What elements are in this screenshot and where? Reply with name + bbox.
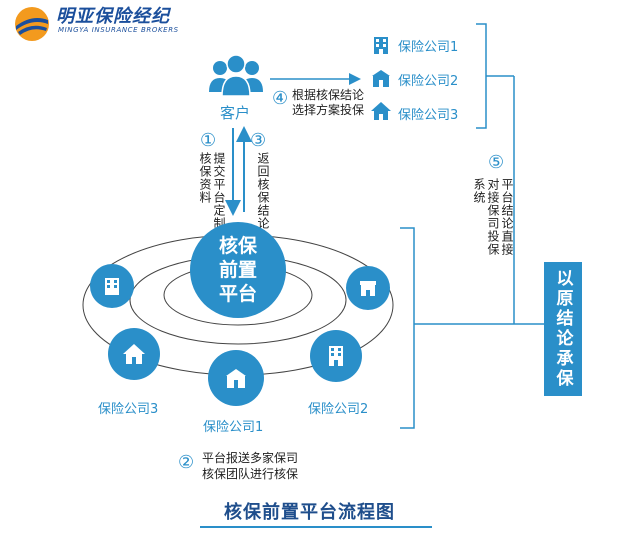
bracket-right — [400, 227, 415, 429]
step1-number: ① — [200, 130, 217, 151]
step5-text: 平台结论直接对接保司投保系统 — [472, 178, 514, 256]
bank-icon — [226, 369, 246, 388]
step4-number: ④ — [272, 88, 289, 109]
ring-node-right-top — [346, 266, 390, 310]
building-icon — [329, 346, 343, 366]
step1-text: 提交平台定制核保资料 — [198, 152, 226, 230]
hub-circle: 核保前置平台 — [190, 222, 286, 318]
building-icon — [105, 278, 119, 295]
house-icon — [123, 344, 145, 364]
step3-text: 返回核保结论 — [256, 152, 270, 230]
footer-underline — [200, 526, 432, 528]
top-company-1: 保险公司1 — [398, 40, 459, 55]
ring-company-3: 保险公司3 — [98, 402, 159, 417]
logo-text-cn: 明亚保险经纪 — [56, 6, 170, 27]
top-company-3: 保险公司3 — [398, 108, 459, 123]
step2-line1: 平台报送多家保司 — [202, 451, 299, 465]
step5-number: ⑤ — [488, 152, 505, 173]
ring-node-company2 — [310, 330, 362, 382]
ring-company-1: 保险公司1 — [203, 420, 264, 435]
footer-title: 核保前置平台流程图 — [224, 502, 395, 523]
step4-line1: 根据核保结论 — [292, 88, 365, 102]
ring-company-2: 保险公司2 — [308, 402, 369, 417]
logo-text-en: MINGYA INSURANCE BROKERS — [58, 26, 179, 34]
hub-label: 核保前置平台 — [218, 235, 257, 305]
top-company-2: 保险公司2 — [398, 74, 459, 89]
step2-line2: 核保团队进行核保 — [202, 467, 299, 481]
users-icon — [209, 54, 263, 97]
bracket-top — [476, 23, 487, 129]
shop-icon — [360, 281, 376, 296]
side-label: 以原结论承保 — [552, 269, 573, 389]
ring-node-company1 — [208, 350, 264, 406]
side-label-box: 以原结论承保 — [544, 262, 582, 396]
ring-node-company3 — [108, 328, 160, 380]
building-icon — [374, 37, 388, 54]
step4-line2: 选择方案投保 — [292, 103, 365, 117]
house-icon — [371, 102, 391, 120]
logo-icon — [15, 7, 49, 41]
bank-icon — [372, 70, 390, 87]
step2-number: ② — [178, 452, 195, 473]
step3-number: ③ — [250, 130, 267, 151]
customer-label: 客户 — [220, 104, 251, 122]
ring-node-left-top — [90, 264, 134, 308]
